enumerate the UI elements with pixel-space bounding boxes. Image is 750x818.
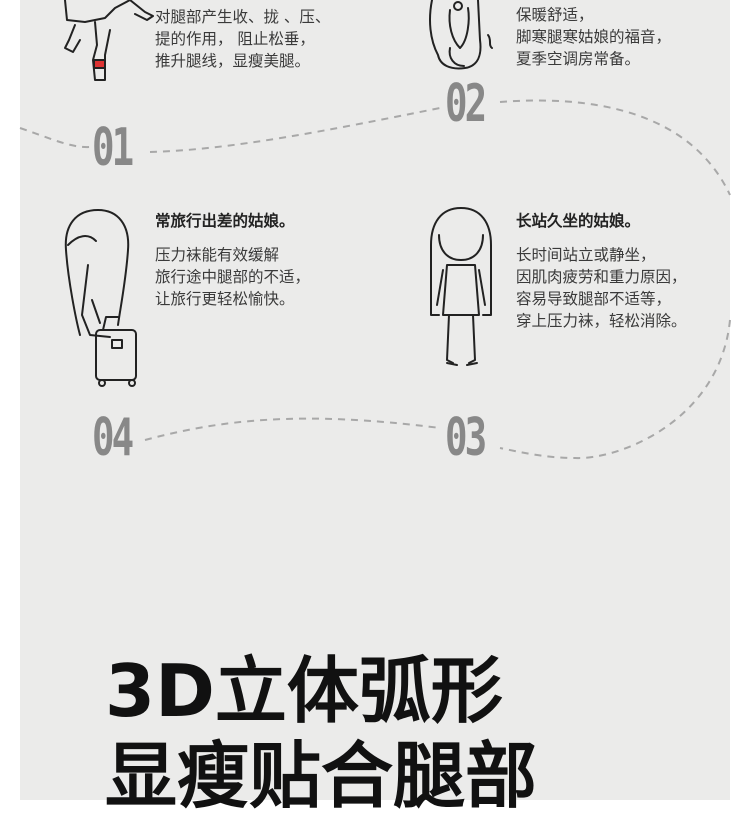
step-04-title: 常旅行出差的姑娘。: [155, 212, 295, 230]
headline-line-2: 显瘦贴合腿部: [105, 734, 538, 818]
step-02-line: 夏季空调房常备。: [516, 50, 641, 68]
step-02-line: 脚寒腿寒姑娘的福音，: [516, 28, 672, 46]
step-02-caption: 保暖舒适， 脚寒腿寒姑娘的福音， 夏季空调房常备。: [516, 4, 671, 70]
headline-line-1: 3D立体弧形: [105, 649, 503, 733]
step-03-line: 穿上压力袜，轻松消除。: [516, 312, 687, 330]
traveling-girl-illustration: [64, 209, 137, 387]
step-number-04: 04: [92, 408, 134, 468]
step-02-line: 保暖舒适，: [516, 6, 594, 24]
step-04-line: 让旅行更轻松愉快。: [155, 290, 295, 308]
step-03-title: 长站久坐的姑娘。: [516, 212, 641, 230]
step-04-caption: 常旅行出差的姑娘。 压力袜能有效缓解 旅行途中腿部的不适， 让旅行更轻松愉快。: [155, 210, 310, 310]
step-number-02: 02: [445, 74, 487, 134]
step-01-line: 对腿部产生收、拢 、压、: [155, 8, 331, 26]
blanket-girl-illustration: [429, 0, 493, 70]
standing-girl-illustration: [430, 207, 492, 366]
sitting-girl-illustration: [64, 0, 154, 81]
step-03-line: 容易导致腿部不适等，: [516, 290, 672, 308]
step-03-line: 因肌肉疲劳和重力原因，: [516, 268, 687, 286]
step-03-line: 长时间站立或静坐，: [516, 246, 656, 264]
step-01-caption: 对腿部产生收、拢 、压、 提的作用， 阻止松垂， 推升腿线，显瘦美腿。: [155, 6, 330, 72]
step-01-line: 提的作用， 阻止松垂，: [155, 30, 315, 48]
step-01-line: 推升腿线，显瘦美腿。: [155, 52, 311, 70]
step-04-line: 压力袜能有效缓解: [155, 246, 280, 264]
step-04-line: 旅行途中腿部的不适，: [155, 268, 311, 286]
content-panel: [20, 0, 730, 800]
step-number-03: 03: [445, 408, 487, 468]
dashed-route-path: [19, 99, 731, 460]
step-03-caption: 长站久坐的姑娘。 长时间站立或静坐， 因肌肉疲劳和重力原因， 容易导致腿部不适等…: [516, 210, 687, 332]
step-number-01: 01: [92, 118, 134, 178]
